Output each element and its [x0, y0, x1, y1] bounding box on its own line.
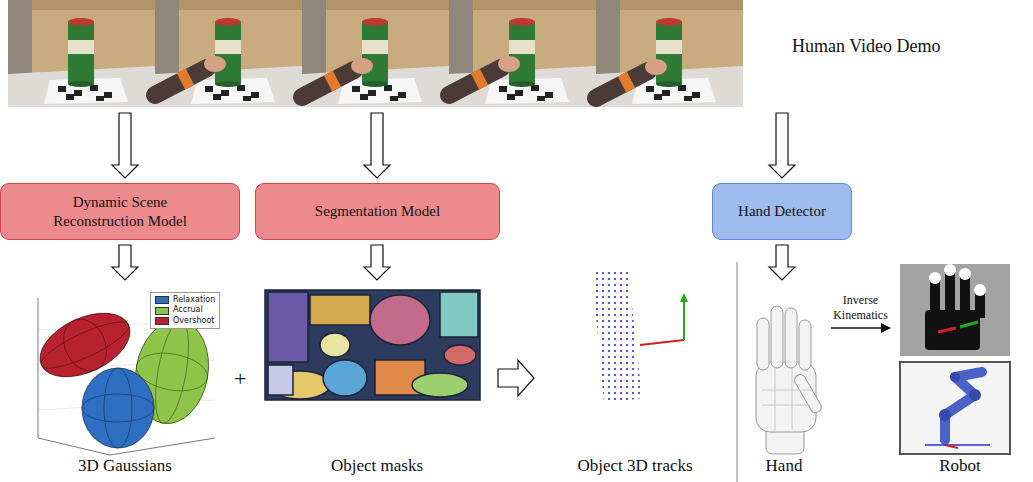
caption: Object masks	[238, 456, 516, 476]
edge-label: Inverse Kinematics	[829, 293, 893, 322]
block-arrow	[112, 113, 138, 178]
hand-model	[756, 306, 823, 454]
block-arrow	[769, 113, 795, 178]
hand-panel: Hand	[742, 285, 826, 480]
legend-item: Relaxation	[155, 295, 215, 305]
video-frames	[8, 0, 743, 107]
box-label: Segmentation Model	[315, 202, 440, 221]
demo-label: Human Video Demo	[792, 36, 941, 57]
legend-swatch	[155, 296, 169, 304]
legend-item: Accrual	[155, 305, 215, 315]
legend-item: Overshoot	[155, 316, 215, 326]
legend-text: Overshoot	[173, 316, 214, 326]
model-box: Dynamic Scene Reconstruction Model	[0, 183, 240, 240]
caption: Robot	[871, 456, 1033, 476]
box-label: Dynamic Scene Reconstruction Model	[34, 193, 206, 231]
block-arrow	[112, 245, 138, 280]
point-cloud	[592, 268, 688, 404]
caption: Hand	[718, 456, 850, 476]
masks-panel: Object masks	[262, 285, 492, 480]
gaussian-plot	[30, 298, 216, 455]
box-label: Hand Detector	[738, 202, 826, 221]
robot-hand	[900, 264, 1010, 356]
caption: 3D Gaussians	[0, 456, 254, 476]
legend-swatch	[155, 317, 169, 325]
legend-text: Relaxation	[173, 295, 215, 305]
caption: Object 3D tracks	[516, 456, 754, 476]
model-box: Segmentation Model	[255, 183, 500, 240]
plus-sign: +	[234, 368, 246, 390]
detector-box: Hand Detector	[712, 183, 852, 240]
video-demo: Human Video Demo	[8, 0, 1025, 108]
block-arrow	[769, 245, 795, 280]
tracks-panel: Object 3D tracks	[540, 258, 730, 480]
block-arrow	[364, 245, 390, 280]
legend-swatch	[155, 307, 169, 315]
block-arrow	[498, 360, 534, 396]
divider-line	[737, 262, 738, 482]
legend-text: Accrual	[173, 305, 203, 315]
block-arrow	[364, 113, 390, 178]
plot-legend: RelaxationAccrualOvershoot	[150, 292, 220, 329]
robot-panel: Robot	[895, 262, 1025, 480]
line-arrow	[831, 327, 890, 328]
robot-arm	[900, 362, 1010, 454]
mask-image	[265, 290, 480, 400]
